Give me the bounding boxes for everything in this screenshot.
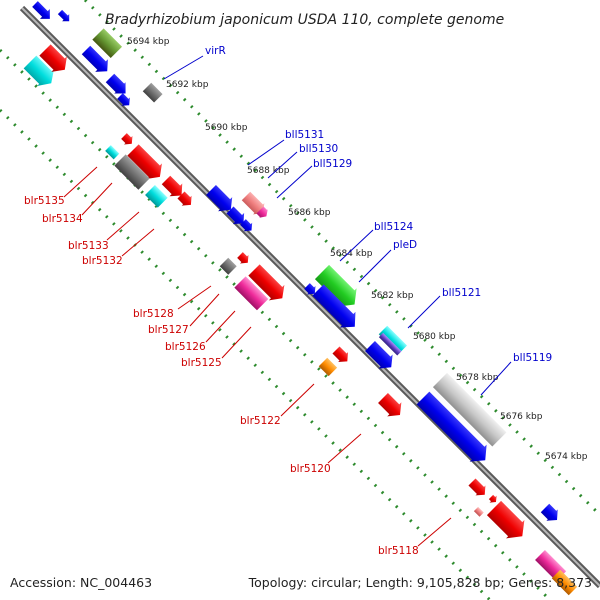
- gene-label-bll5121[interactable]: bll5121: [442, 287, 481, 299]
- gene-arrow[interactable]: [487, 493, 499, 505]
- gene-box[interactable]: [145, 185, 168, 208]
- gene-box[interactable]: [142, 82, 163, 103]
- kbp-ticks: 5694 kbp 5692 kbp 5690 kbp 5688 kbp 5686…: [127, 37, 588, 462]
- kbp-tick-label: 5676 kbp: [500, 412, 543, 422]
- gene-arrow[interactable]: [467, 477, 490, 500]
- kbp-tick-label: 5674 kbp: [545, 452, 588, 462]
- gene-arrow[interactable]: [80, 44, 114, 78]
- gene-arrow[interactable]: [485, 499, 532, 546]
- gene-arrow[interactable]: [30, 0, 55, 24]
- gene-arrow[interactable]: [236, 251, 252, 267]
- kbp-tick-label: 5692 kbp: [166, 80, 209, 90]
- kbp-tick-label: 5688 kbp: [247, 166, 290, 176]
- gene-label-bll5131[interactable]: bll5131: [285, 129, 324, 141]
- gene-label-bll5129[interactable]: bll5129: [313, 158, 352, 170]
- gene-label-virR[interactable]: virR: [205, 45, 226, 57]
- inner-bottom-dotted-line: [0, 108, 492, 600]
- gene-label-blr5120[interactable]: blr5120: [290, 463, 331, 475]
- gene-box[interactable]: [318, 357, 338, 377]
- gene-label-blr5135[interactable]: blr5135: [24, 195, 65, 207]
- gene-label-bll5130[interactable]: bll5130: [299, 143, 338, 155]
- outer-top-dotted-line: [83, 0, 600, 517]
- gene-box[interactable]: [378, 325, 408, 355]
- gene-arrow[interactable]: [104, 72, 131, 99]
- gene-arrow[interactable]: [224, 204, 249, 229]
- gene-arrow[interactable]: [256, 206, 271, 221]
- gene-arrow[interactable]: [246, 262, 290, 306]
- gene-box[interactable]: [378, 332, 402, 356]
- gene-label-blr5118[interactable]: blr5118: [378, 545, 419, 557]
- gene-arrow[interactable]: [22, 54, 60, 92]
- genome-summary-text: Topology: circular; Length: 9,105,828 bp…: [248, 575, 592, 590]
- gene-label-blr5134[interactable]: blr5134: [42, 213, 83, 225]
- gene-label-blr5132[interactable]: blr5132: [82, 255, 123, 267]
- gene-label-blr5125[interactable]: blr5125: [181, 357, 222, 369]
- outer-bottom-dotted-line: [0, 48, 552, 600]
- gene-box[interactable]: [219, 257, 237, 275]
- gene-arrow[interactable]: [239, 218, 256, 235]
- gene-box[interactable]: [114, 154, 150, 190]
- kbp-tick-label: 5694 kbp: [127, 37, 170, 47]
- gene-arrow[interactable]: [120, 132, 136, 148]
- gene-arrow[interactable]: [240, 190, 268, 218]
- kbp-tick-label: 5680 kbp: [413, 332, 456, 342]
- gene-label-blr5127[interactable]: blr5127: [148, 324, 189, 336]
- gene-box[interactable]: [432, 372, 507, 447]
- gene-arrow[interactable]: [310, 282, 362, 334]
- gene-label-pleD[interactable]: pleD: [393, 239, 417, 251]
- gene-box[interactable]: [234, 276, 269, 311]
- gene-arrow[interactable]: [125, 142, 167, 184]
- accession-text: Accession: NC_004463: [10, 575, 153, 590]
- gene-label-blr5126[interactable]: blr5126: [165, 341, 206, 353]
- gene-arrow[interactable]: [160, 174, 188, 202]
- gene-box[interactable]: [92, 28, 123, 59]
- kbp-tick-label: 5682 kbp: [371, 291, 414, 301]
- diagram-title: Bradyrhizobium japonicum USDA 110, compl…: [105, 12, 504, 28]
- bottom-gene-labels: blr5135 blr5134 blr5133 blr5132 blr5128 …: [24, 166, 452, 557]
- kbp-tick-label: 5678 kbp: [456, 373, 499, 383]
- gene-arrow[interactable]: [376, 391, 407, 422]
- kbp-tick-label: 5690 kbp: [205, 123, 248, 133]
- gene-label-bll5119[interactable]: bll5119: [513, 352, 552, 364]
- gene-arrow[interactable]: [204, 183, 238, 217]
- gene-arrow[interactable]: [56, 8, 72, 24]
- gene-label-bll5124[interactable]: bll5124: [374, 221, 414, 233]
- gene-box[interactable]: [105, 145, 120, 160]
- gene-arrow[interactable]: [363, 339, 398, 374]
- gene-arrow[interactable]: [539, 502, 562, 525]
- gene-box[interactable]: [551, 569, 578, 596]
- gene-arrow[interactable]: [331, 345, 352, 366]
- kbp-tick-label: 5686 kbp: [288, 208, 331, 218]
- top-gene-labels: virR bll5131 bll5130 bll5129 bll5124 ple…: [163, 45, 552, 396]
- gene-arrow[interactable]: [37, 42, 72, 77]
- gene-label-blr5122[interactable]: blr5122: [240, 415, 281, 427]
- gene-label-blr5128[interactable]: blr5128: [133, 308, 174, 320]
- genome-backbone-highlight: [21, 7, 600, 587]
- gene-arrow[interactable]: [415, 390, 494, 469]
- gene-arrow[interactable]: [116, 92, 134, 110]
- gene-box[interactable]: [473, 506, 484, 517]
- gene-arrow[interactable]: [313, 263, 364, 314]
- kbp-tick-label: 5684 kbp: [330, 249, 373, 259]
- gene-label-blr5133[interactable]: blr5133: [68, 240, 109, 252]
